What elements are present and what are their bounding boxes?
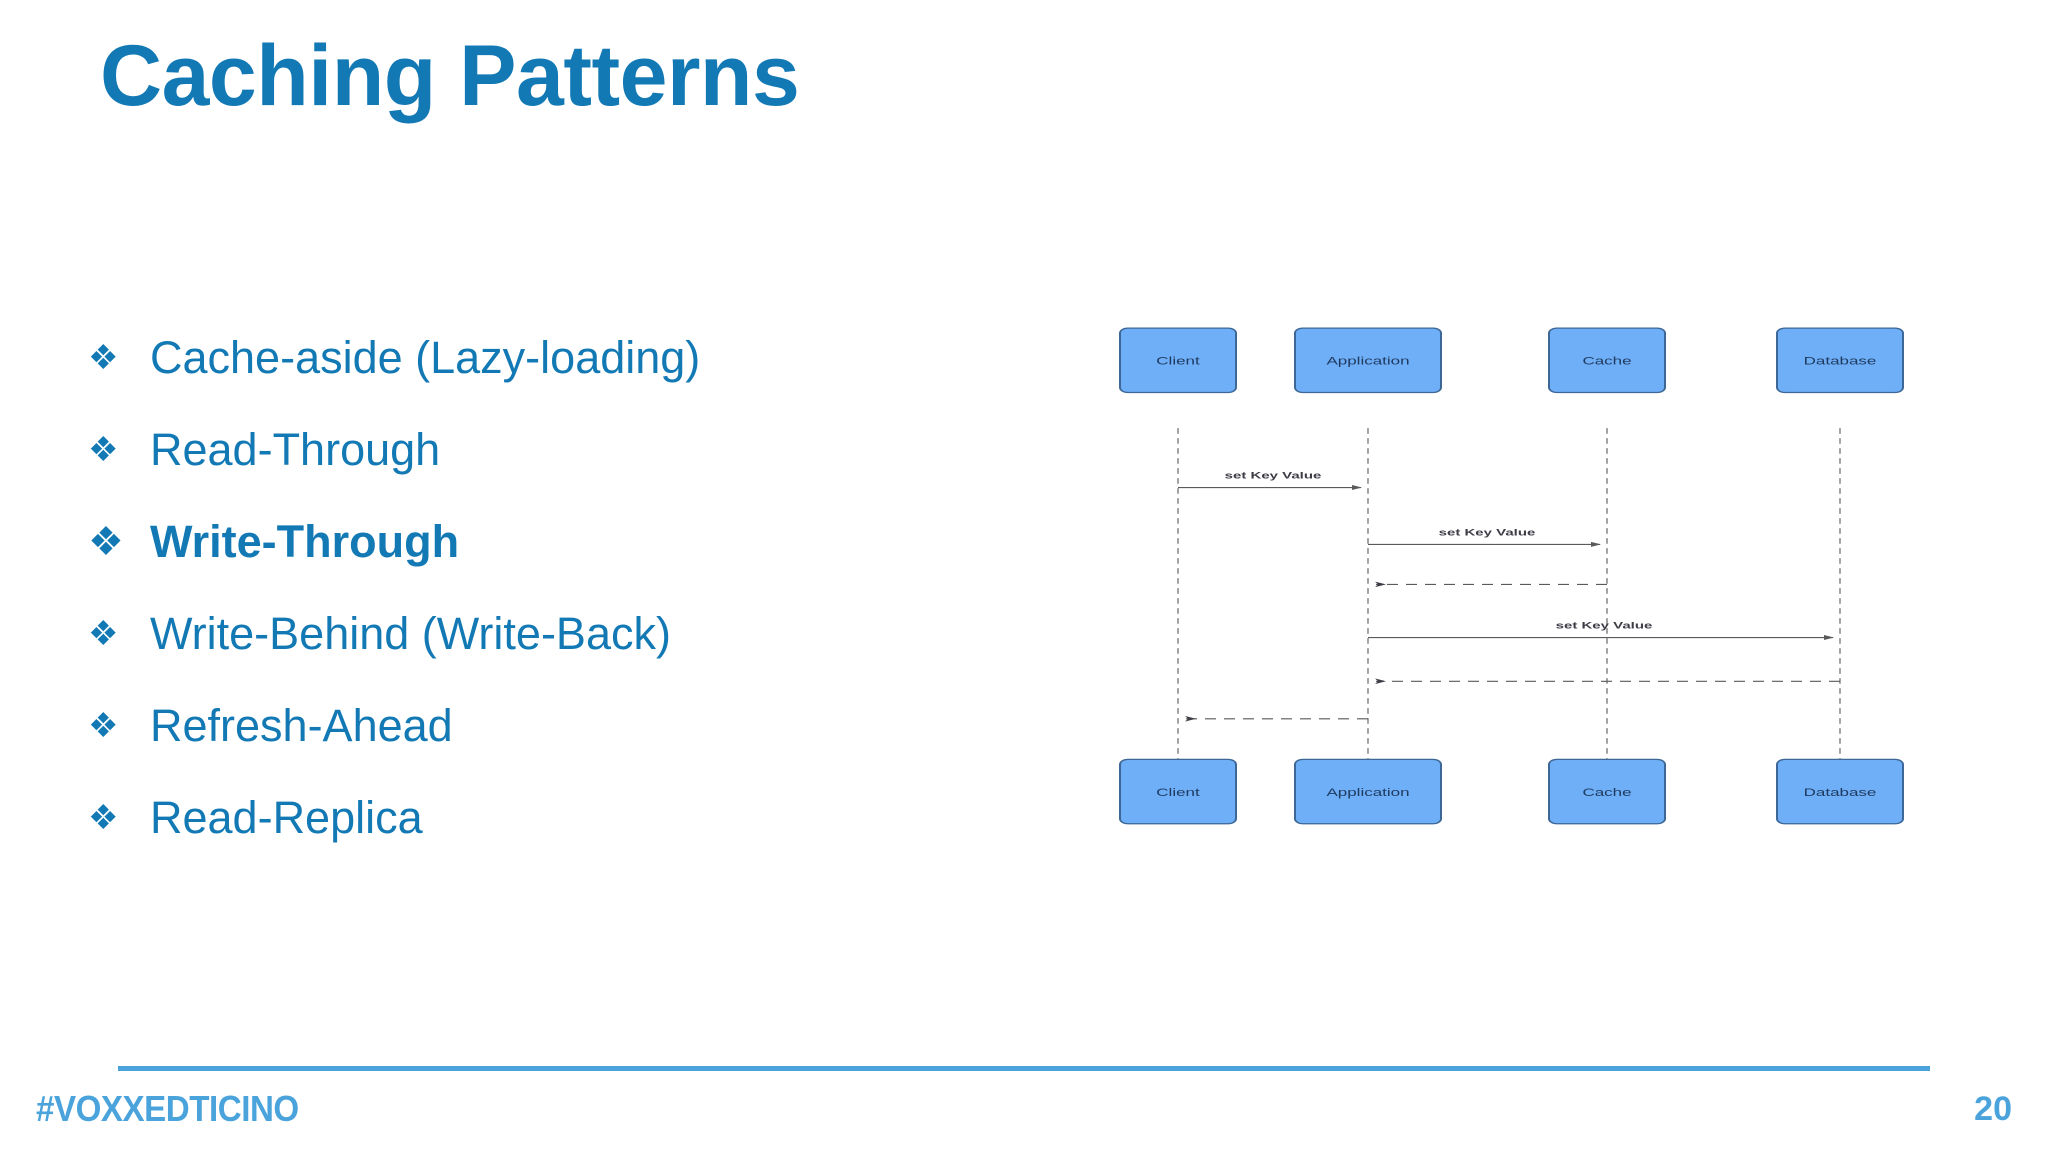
message-client-to-application: set Key Value [1178, 471, 1362, 490]
list-item[interactable]: ❖ Write-Behind (Write-Back) [84, 588, 904, 680]
participant-boxes-top: Client Application Cache Database [1119, 327, 1904, 394]
caching-patterns-list: ❖ Cache-aside (Lazy-loading) ❖ Read-Thro… [84, 312, 904, 864]
participant-application-top[interactable]: Application [1294, 327, 1442, 394]
message-label: set Key Value [1439, 527, 1536, 537]
list-item-label: Cache-aside (Lazy-loading) [150, 332, 701, 384]
diamond-bullet-icon: ❖ [88, 431, 119, 469]
diamond-bullet-icon: ❖ [88, 520, 124, 564]
participant-application-bottom[interactable]: Application [1294, 758, 1442, 825]
list-item-label: Write-Through [150, 516, 460, 568]
list-item-label: Read-Replica [150, 792, 423, 844]
list-item[interactable]: ❖ Cache-aside (Lazy-loading) [84, 312, 904, 404]
list-item-label: Refresh-Ahead [150, 700, 453, 752]
list-item[interactable]: ❖ Write-Through [84, 496, 904, 588]
write-through-sequence-diagram: Client Application Cache Database [1050, 300, 1970, 850]
participant-label: Client [1156, 787, 1199, 799]
page-title: Caching Patterns [100, 28, 800, 124]
participant-database-bottom[interactable]: Database [1776, 758, 1904, 825]
participant-label: Client [1156, 356, 1199, 368]
participant-cache-bottom[interactable]: Cache [1548, 758, 1666, 825]
list-item[interactable]: ❖ Refresh-Ahead [84, 680, 904, 772]
list-item-label: Write-Behind (Write-Back) [150, 608, 671, 660]
lifelines [1177, 428, 1841, 760]
message-label: set Key Value [1556, 621, 1653, 631]
participant-cache-top[interactable]: Cache [1548, 327, 1666, 394]
participant-client-top[interactable]: Client [1119, 327, 1237, 394]
list-item[interactable]: ❖ Read-Through [84, 404, 904, 496]
participant-database-top[interactable]: Database [1776, 327, 1904, 394]
list-item-label: Read-Through [150, 424, 441, 476]
diamond-bullet-icon: ❖ [88, 615, 119, 653]
participant-label: Application [1326, 356, 1409, 368]
participant-label: Database [1804, 356, 1877, 368]
message-application-to-cache: set Key Value [1368, 527, 1601, 547]
diamond-bullet-icon: ❖ [88, 799, 119, 837]
participant-label: Application [1326, 787, 1409, 799]
diamond-bullet-icon: ❖ [88, 707, 119, 745]
message-application-to-database: set Key Value [1368, 621, 1834, 640]
slide-page-number: 20 [1974, 1090, 2012, 1128]
participant-client-bottom[interactable]: Client [1119, 758, 1237, 825]
participant-label: Cache [1582, 787, 1631, 799]
list-item[interactable]: ❖ Read-Replica [84, 772, 904, 864]
footer-divider [118, 1066, 1930, 1071]
participant-boxes-bottom: Client Application Cache Database [1119, 758, 1904, 825]
participant-label: Cache [1582, 356, 1631, 368]
diamond-bullet-icon: ❖ [88, 339, 119, 377]
sequence-messages: set Key Value set Key Value Application … [1178, 471, 1840, 722]
footer-hashtag: #VOXXEDTICINO [36, 1088, 299, 1129]
participant-label: Database [1804, 787, 1877, 799]
message-label: set Key Value [1225, 471, 1322, 481]
